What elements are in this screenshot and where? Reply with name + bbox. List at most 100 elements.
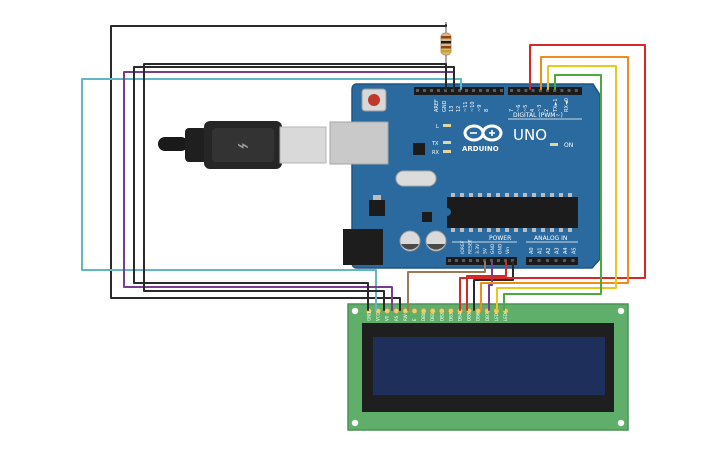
- lcd-pin[interactable]: [447, 308, 454, 314]
- wire-orange-pin5-to-lcd[interactable]: [480, 56, 629, 311]
- header-pin[interactable]: [476, 259, 479, 262]
- header-pin[interactable]: [529, 259, 532, 262]
- analog-pin-label: A0: [529, 247, 535, 254]
- lcd-pin[interactable]: [438, 308, 445, 314]
- header-pin[interactable]: [455, 259, 458, 262]
- header-pin[interactable]: [510, 89, 513, 92]
- wire-yellow-pin4-to-lcd[interactable]: [496, 65, 617, 311]
- on-label: ON: [564, 142, 573, 149]
- lcd-mount-hole-tl: [351, 307, 359, 315]
- lcd-pin[interactable]: [384, 308, 391, 314]
- header-pin[interactable]: [511, 259, 514, 262]
- header-pin[interactable]: [493, 89, 496, 92]
- led-l: [443, 124, 451, 127]
- power-pin-label: GND: [490, 243, 496, 254]
- header-pin[interactable]: [444, 89, 447, 92]
- wire-red-5v-to-lcd[interactable]: [466, 261, 507, 311]
- digital-header-right: [508, 87, 582, 95]
- analog-pin-label: A5: [572, 247, 578, 254]
- header-pin[interactable]: [430, 89, 433, 92]
- wire-cyan-pin12-to-lcd[interactable]: [81, 78, 462, 311]
- wire-purple-power-to-lcd[interactable]: [488, 261, 493, 311]
- header-pin[interactable]: [483, 259, 486, 262]
- digital-pin-label: TX►1: [553, 98, 559, 113]
- dc-power-jack: [343, 229, 383, 265]
- header-pin[interactable]: [472, 89, 475, 92]
- header-pin[interactable]: [486, 89, 489, 92]
- header-pin[interactable]: [416, 89, 419, 92]
- chip-pin: [541, 193, 545, 197]
- lcd-pin[interactable]: [429, 308, 436, 314]
- header-pin[interactable]: [574, 89, 578, 92]
- header-pin[interactable]: [524, 89, 528, 92]
- digital-pin-label: ~5: [523, 105, 529, 112]
- header-pin[interactable]: [567, 89, 571, 92]
- header-pin[interactable]: [458, 89, 461, 92]
- header-pin[interactable]: [451, 89, 454, 92]
- wire-red-pin7-to-lcd[interactable]: [459, 44, 646, 311]
- header-pin[interactable]: [563, 259, 566, 262]
- lcd-pin[interactable]: [475, 308, 482, 314]
- resistor-band-4: [441, 50, 451, 53]
- wire-brown-to-lcd[interactable]: [407, 261, 486, 311]
- usb-plug-metal: [279, 126, 327, 164]
- lcd-pin[interactable]: [393, 308, 400, 314]
- header-pin[interactable]: [538, 89, 542, 92]
- capacitor-1-stripe: [401, 244, 419, 250]
- chip-pin: [550, 193, 554, 197]
- header-pin[interactable]: [479, 89, 482, 92]
- header-pin[interactable]: [497, 259, 500, 262]
- header-pin[interactable]: [504, 259, 507, 262]
- header-pin[interactable]: [554, 259, 558, 262]
- header-pin[interactable]: [571, 259, 575, 262]
- led-tx: [443, 141, 451, 144]
- wire-black-gnd-power-to-lcd[interactable]: [473, 261, 514, 311]
- usb-plug-grip: [212, 128, 274, 162]
- wire-black-gnd2-to-lcd[interactable]: [133, 66, 455, 311]
- header-pin[interactable]: [553, 89, 557, 92]
- header-pin[interactable]: [531, 89, 535, 92]
- reset-button[interactable]: [368, 94, 380, 106]
- header-pin[interactable]: [517, 89, 521, 92]
- digital-pin-label: ~11: [463, 101, 469, 112]
- header-pin[interactable]: [469, 259, 472, 262]
- header-pin[interactable]: [490, 259, 493, 262]
- resistor[interactable]: [440, 22, 452, 89]
- wire-black-gnd-to-lcd[interactable]: [143, 63, 447, 311]
- wire-resistor-to-lcd[interactable]: [110, 24, 447, 311]
- chip-pin: [469, 228, 473, 232]
- lcd-pin[interactable]: [420, 308, 427, 314]
- usb-cable[interactable]: ⌁: [158, 121, 327, 169]
- gnd-top-label: GND: [442, 100, 448, 112]
- lcd-pin-label: DB1: [430, 312, 435, 321]
- uno-model-label: UNO: [513, 126, 547, 144]
- header-pin[interactable]: [423, 89, 426, 92]
- header-pin[interactable]: [537, 259, 541, 262]
- header-pin[interactable]: [462, 259, 465, 262]
- wire-green-pin3-to-lcd[interactable]: [503, 74, 602, 311]
- led-rx-label: RX: [432, 150, 439, 156]
- chip-pin: [559, 193, 563, 197]
- header-pin[interactable]: [437, 89, 440, 92]
- header-pin[interactable]: [546, 89, 549, 92]
- lcd-pin-label: DB4: [458, 312, 463, 321]
- lcd-pin-label: LED: [503, 313, 508, 321]
- chip-pin: [568, 193, 572, 197]
- lcd-mount-hole-br: [617, 419, 625, 427]
- lcd-pin[interactable]: [411, 308, 418, 314]
- lcd-pin-label: VCC: [376, 312, 381, 321]
- header-pin[interactable]: [448, 259, 451, 262]
- chip-pin: [523, 193, 527, 197]
- lcd-mount-hole-bl: [351, 419, 359, 427]
- header-pin[interactable]: [546, 259, 549, 262]
- digital-pin-label: 12: [456, 106, 462, 112]
- arduino-infinity-logo-icon: [463, 124, 503, 142]
- header-pin[interactable]: [465, 89, 468, 92]
- header-pin[interactable]: [500, 89, 503, 92]
- digital-pin-label: 8: [484, 109, 490, 112]
- header-pin[interactable]: [560, 89, 564, 92]
